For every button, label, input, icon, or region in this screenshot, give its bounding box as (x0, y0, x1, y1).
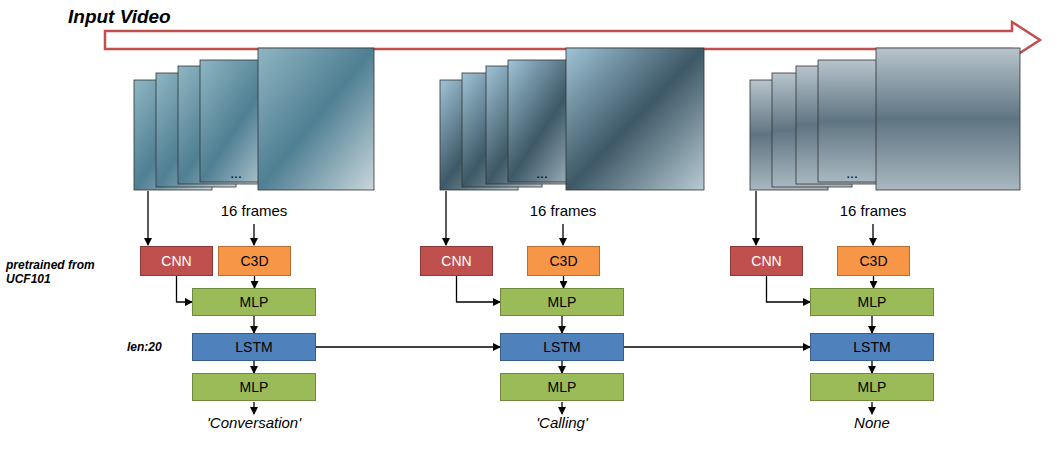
connector (253, 361, 254, 373)
video-frames (750, 48, 1020, 190)
connector (316, 346, 500, 347)
lstm-box: LSTM (500, 333, 624, 361)
ellipsis: ... (216, 165, 256, 182)
note-text: pretrained from UCF101 (6, 258, 124, 287)
box-label: LSTM (853, 339, 890, 355)
output-label: None (792, 414, 952, 432)
lstm-box: LSTM (192, 333, 316, 361)
c3d-box: C3D (837, 246, 910, 276)
box-label: C3D (859, 253, 887, 269)
video-frames (134, 48, 374, 190)
cnn-box: CNN (140, 246, 213, 276)
mlp-box: MLP (810, 288, 934, 316)
box-label: MLP (548, 294, 577, 310)
c3d-box: C3D (218, 246, 291, 276)
c3d-box: C3D (527, 246, 600, 276)
box-label: CNN (751, 253, 781, 269)
box-label: C3D (240, 253, 268, 269)
connector (871, 361, 872, 373)
box-label: C3D (549, 253, 577, 269)
mlp-box: MLP (192, 288, 316, 316)
connector (871, 316, 872, 333)
connector (624, 346, 810, 347)
video-frames (440, 48, 704, 190)
connector (767, 276, 811, 302)
mlp-box: MLP (500, 373, 624, 401)
output-label: 'Conversation' (174, 414, 334, 432)
box-label: MLP (548, 379, 577, 395)
frame-count: 16 frames (204, 202, 304, 220)
box-label: MLP (240, 294, 269, 310)
box-label: MLP (240, 379, 269, 395)
mlp-box: MLP (500, 288, 624, 316)
cnn-box: CNN (730, 246, 803, 276)
box-label: LSTM (543, 339, 580, 355)
mlp-box: MLP (192, 373, 316, 401)
output-label: 'Calling' (482, 414, 642, 432)
connector (873, 276, 874, 288)
ellipsis: ... (522, 165, 562, 182)
ellipsis: ... (832, 165, 872, 182)
cnn-box: CNN (420, 246, 493, 276)
box-label: MLP (858, 294, 887, 310)
input-arrows (148, 191, 873, 414)
connector (253, 316, 254, 333)
box-label: CNN (441, 253, 471, 269)
title-text: Input Video (68, 6, 171, 29)
note-text: len:20 (127, 340, 162, 354)
connector (563, 276, 564, 288)
connector (254, 276, 255, 288)
connector (457, 276, 501, 302)
box-label: LSTM (235, 339, 272, 355)
frame-count: 16 frames (513, 202, 613, 220)
box-label: MLP (858, 379, 887, 395)
connector (177, 276, 193, 302)
frame-count: 16 frames (823, 202, 923, 220)
connector (561, 316, 562, 333)
box-label: CNN (161, 253, 191, 269)
mlp-box: MLP (810, 373, 934, 401)
connector (561, 361, 562, 373)
lstm-box: LSTM (810, 333, 934, 361)
